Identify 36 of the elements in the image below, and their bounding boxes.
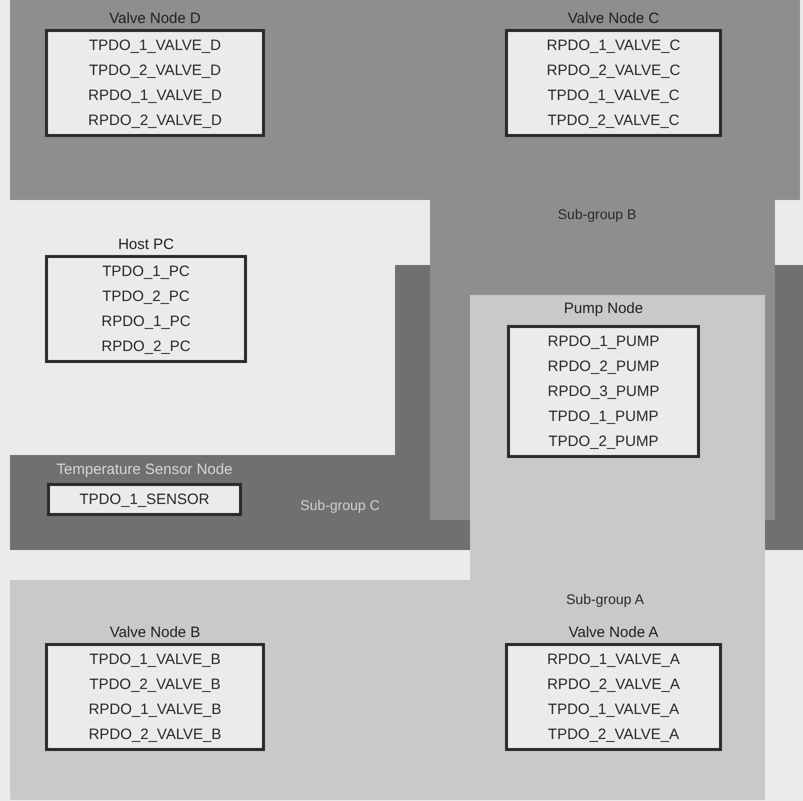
message-entry: TPDO_1_VALVE_C <box>546 86 680 106</box>
message-entry: RPDO_2_VALVE_C <box>546 61 682 81</box>
message-entry: TPDO_1_PUMP <box>547 407 660 427</box>
message-entry: TPDO_2_VALVE_B <box>88 675 222 695</box>
node-title: Valve Node C <box>566 10 660 28</box>
message-entry: RPDO_2_PC <box>100 337 192 357</box>
message-entry: TPDO_1_PC <box>101 262 191 282</box>
message-entry: TPDO_2_VALVE_A <box>546 725 680 745</box>
message-entry: RPDO_1_VALVE_B <box>88 700 222 720</box>
node-title: Valve Node D <box>108 10 202 28</box>
message-entry: RPDO_2_VALVE_D <box>87 111 223 131</box>
message-entry: RPDO_2_PUMP <box>546 357 660 377</box>
message-entry: TPDO_1_VALVE_A <box>546 700 680 720</box>
message-entry: TPDO_2_PC <box>101 287 191 307</box>
message-entry: RPDO_2_VALVE_A <box>546 675 681 695</box>
group-label: Sub-group A <box>566 591 644 607</box>
node-title: Host PC <box>117 236 175 254</box>
message-entry: RPDO_1_PC <box>100 312 192 332</box>
message-entry: TPDO_2_PUMP <box>547 432 660 452</box>
message-entry: TPDO_2_VALVE_D <box>88 61 222 81</box>
group-label: Sub-group C <box>300 497 380 513</box>
message-entry: RPDO_1_VALVE_C <box>546 36 682 56</box>
message-entry: RPDO_2_VALVE_B <box>88 725 222 745</box>
node-title: Valve Node B <box>108 624 202 642</box>
message-entry: RPDO_3_PUMP <box>546 382 660 402</box>
message-entry: RPDO_1_VALVE_D <box>87 86 223 106</box>
message-entry: TPDO_2_VALVE_C <box>546 111 680 131</box>
node-title: Temperature Sensor Node <box>56 461 234 479</box>
node-title: Pump Node <box>562 300 644 318</box>
node-title: Valve Node A <box>568 624 660 642</box>
message-entry: TPDO_1_VALVE_D <box>88 36 222 56</box>
message-entry: RPDO_1_VALVE_A <box>546 650 681 670</box>
message-entry: TPDO_1_SENSOR <box>78 490 211 510</box>
message-entry: TPDO_1_VALVE_B <box>88 650 222 670</box>
group-label: Sub-group B <box>558 206 636 222</box>
message-entry: RPDO_1_PUMP <box>546 332 660 352</box>
